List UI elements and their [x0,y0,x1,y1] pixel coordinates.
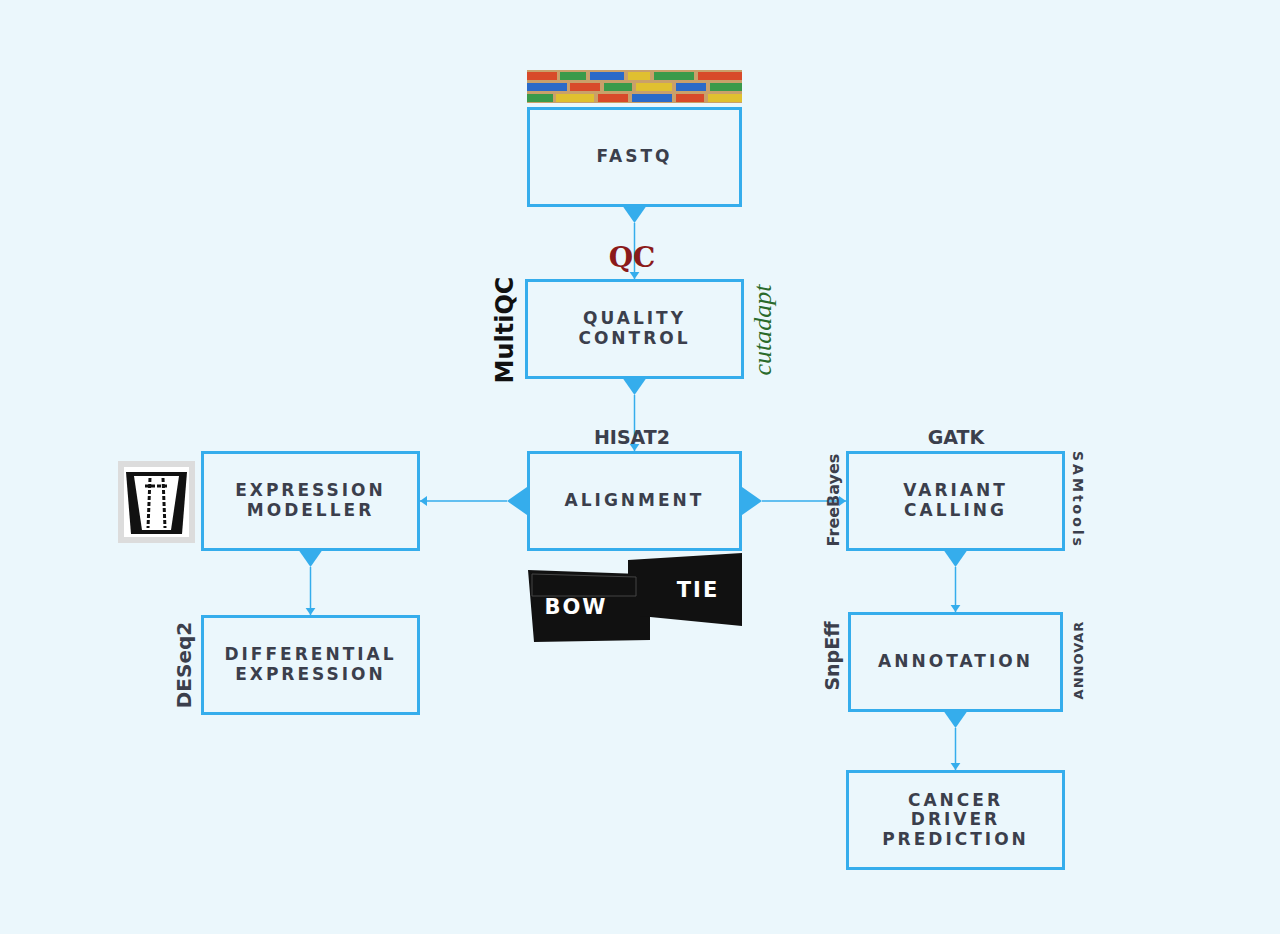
tool-name: MultiQC [491,277,519,384]
box-title: ANNOTATION [878,652,1033,672]
flow-connector [944,551,966,612]
box-title: ALIGNMENT [565,491,705,511]
process-box: VARIANT CALLING [846,451,1065,551]
bowtie-logo-text: BOW [544,595,607,619]
process-box: FASTQ [527,107,742,207]
process-box: ALIGNMENT [527,451,742,551]
tool-name: SAMtools [1070,451,1086,549]
process-box: QUALITY CONTROL [525,279,744,379]
box-title: DIFFERENTIAL EXPRESSION [214,645,407,684]
modeller-icon [118,461,195,543]
arrow-head [306,608,316,615]
arrow-head [742,487,762,515]
arrow-head [507,487,527,515]
dna-sequence-image [527,70,742,103]
box-title: VARIANT CALLING [859,481,1052,520]
process-box: ANNOTATION [848,612,1063,712]
flow-connector [944,712,966,770]
bowtie-logo [528,553,742,642]
process-box: EXPRESSION MODELLER [201,451,420,551]
process-box: DIFFERENTIAL EXPRESSION [201,615,420,715]
tool-name: ANNOVAR [1071,621,1086,700]
fastqc-logo: QC [609,241,656,274]
arrow-head [420,496,427,506]
arrow-head [944,551,966,567]
box-title: CANCER DRIVER PREDICTION [859,791,1052,850]
tool-name: SnpEff [821,621,843,690]
bowtie-logo-text: TIE [677,578,719,602]
arrow-head [623,379,645,395]
tool-name: DESeq2 [172,622,196,708]
connector-line [310,567,312,615]
tool-name: GATK [928,426,985,448]
box-title: QUALITY CONTROL [538,309,731,348]
arrow-head [951,605,961,612]
connector-line [420,500,507,502]
tool-name: HISAT2 [594,426,670,448]
flow-connector [299,551,321,615]
process-box: CANCER DRIVER PREDICTION [846,770,1065,870]
arrow-head [623,207,645,223]
flow-connector [420,487,527,515]
arrow-head [951,763,961,770]
box-title: FASTQ [596,147,672,167]
arrow-head [944,712,966,728]
tool-name: FreeBayes [824,454,843,547]
tool-name: cutadapt [748,285,778,376]
arrow-head [299,551,321,567]
box-title: EXPRESSION MODELLER [214,481,407,520]
